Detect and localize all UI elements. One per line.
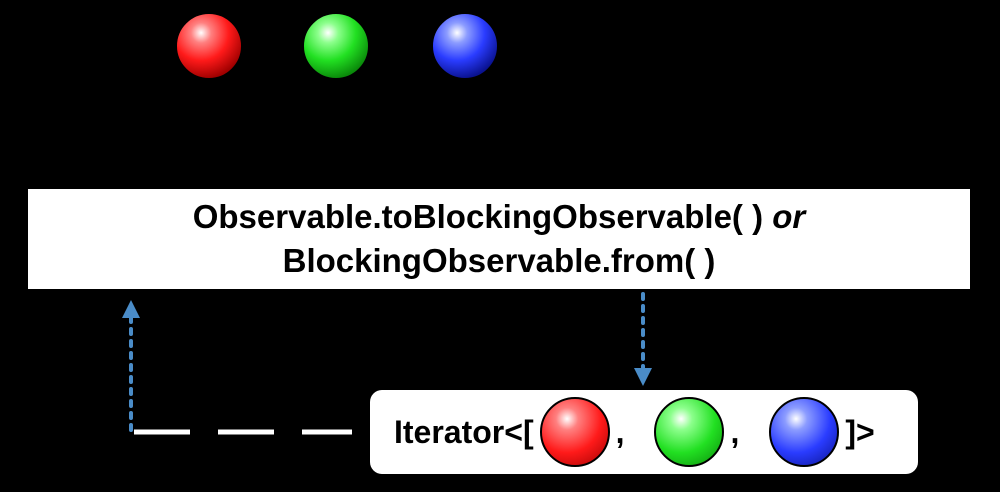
operator-box: Observable.toBlockingObservable( ) or Bl… [27, 188, 971, 290]
operator-method-2: BlockingObservable.from( ) [282, 242, 716, 279]
operator-or-text: or [772, 198, 806, 235]
top-marble-blue [431, 12, 499, 80]
output-arrow-head [634, 368, 652, 386]
iterator-item-green [654, 397, 725, 467]
iterator-item-red [539, 397, 610, 467]
iterator-separator: , [730, 413, 740, 450]
operator-method-1: Observable.toBlockingObservable( ) [192, 198, 764, 235]
top-marble-green [302, 12, 370, 80]
iterator-prefix: Iterator<[ [394, 413, 534, 450]
iterator-separator: , [615, 413, 625, 450]
iterator-box: Iterator<[ , , ]> [370, 390, 918, 474]
top-marble-red [175, 12, 243, 80]
operator-line-1: Observable.toBlockingObservable( ) or [193, 195, 806, 239]
iterator-item-blue [769, 397, 840, 467]
return-arrow-head [122, 300, 140, 318]
iterator-suffix: ]> [845, 413, 875, 450]
